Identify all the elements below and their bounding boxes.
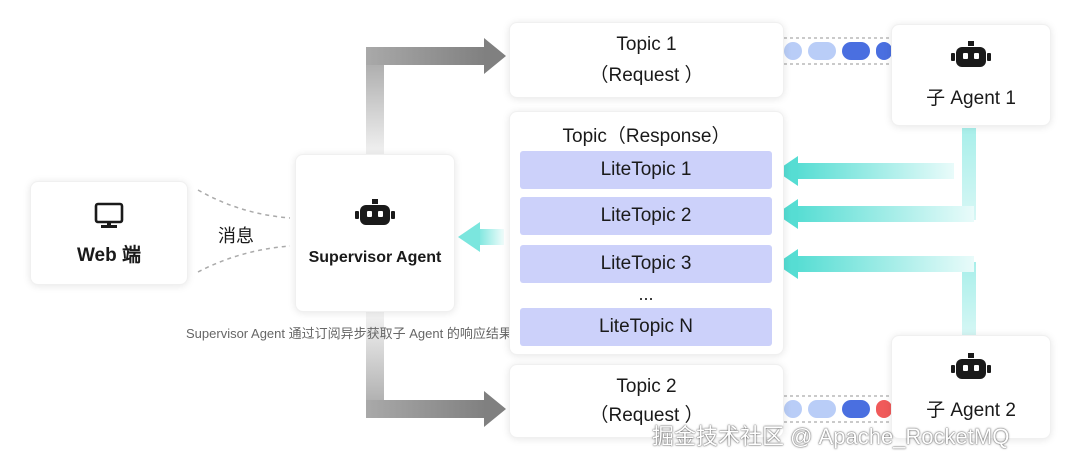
teal-arrow-lite2-head [776, 199, 798, 229]
agent-1-node: 子 Agent 1 [891, 24, 1051, 126]
arrow-down-horizontal [366, 400, 486, 418]
topic-1-title: Topic 1 [616, 33, 677, 55]
queue-1 [784, 42, 892, 60]
teal-arrow-lite1-shaft [796, 163, 954, 179]
topic-response-title: Topic（Response） [562, 126, 731, 147]
lite-topic-ellipsis: ... [638, 284, 654, 304]
supervisor-node: Supervisor Agent [295, 154, 455, 312]
arrow-up-shaft [366, 57, 384, 157]
message-curve-top [197, 189, 291, 219]
topic-1-node: Topic 1 （Request ） [509, 22, 784, 98]
robot-icon [355, 199, 395, 229]
topic-2-node: Topic 2 （Request ） [509, 364, 784, 438]
lite-topic-3: LiteTopic 3 [520, 245, 772, 283]
arrow-down-head [484, 391, 506, 427]
teal-arrow-lite3-head [776, 249, 798, 279]
watermark: 掘金技术社区 @ Apache_RocketMQ [652, 424, 1010, 449]
web-node: Web 端 [30, 181, 188, 285]
teal-arrow-lite1-head [776, 156, 798, 186]
agent1-teal-down [962, 128, 976, 220]
lite-topic-1: LiteTopic 1 [520, 151, 772, 189]
teal-arrow-supervisor-shaft [478, 229, 504, 245]
teal-arrow-lite2-shaft [796, 206, 974, 222]
agent-1-label: 子 Agent 1 [926, 87, 1016, 109]
supervisor-label: Supervisor Agent [308, 249, 442, 266]
arrow-up-horizontal [366, 47, 486, 65]
robot-icon [951, 40, 991, 71]
caption: Supervisor Agent 通过订阅异步获取子 Agent 的响应结果 [186, 326, 512, 341]
teal-arrow-supervisor-head [458, 222, 480, 252]
queue-2 [784, 400, 892, 418]
agent-2-label: 子 Agent 2 [926, 399, 1016, 421]
agent-2-node: 子 Agent 2 [891, 335, 1051, 439]
lite-topic-n: LiteTopic N [520, 308, 772, 346]
lite-topic-2: LiteTopic 2 [520, 197, 772, 235]
message-label: 消息 [218, 226, 254, 246]
topic-2-subtitle: （Request ） [589, 404, 704, 426]
robot-icon [951, 352, 991, 383]
topic-1-subtitle: （Request ） [589, 64, 704, 86]
topic-2-title: Topic 2 [616, 375, 677, 397]
teal-arrow-lite3-shaft [796, 256, 974, 272]
agent2-teal-up [962, 262, 976, 338]
arrow-down-shaft [366, 312, 384, 412]
monitor-icon [93, 200, 125, 232]
message-curve-bottom [197, 245, 291, 273]
web-label: Web 端 [76, 244, 142, 266]
arrow-up-head [484, 38, 506, 74]
